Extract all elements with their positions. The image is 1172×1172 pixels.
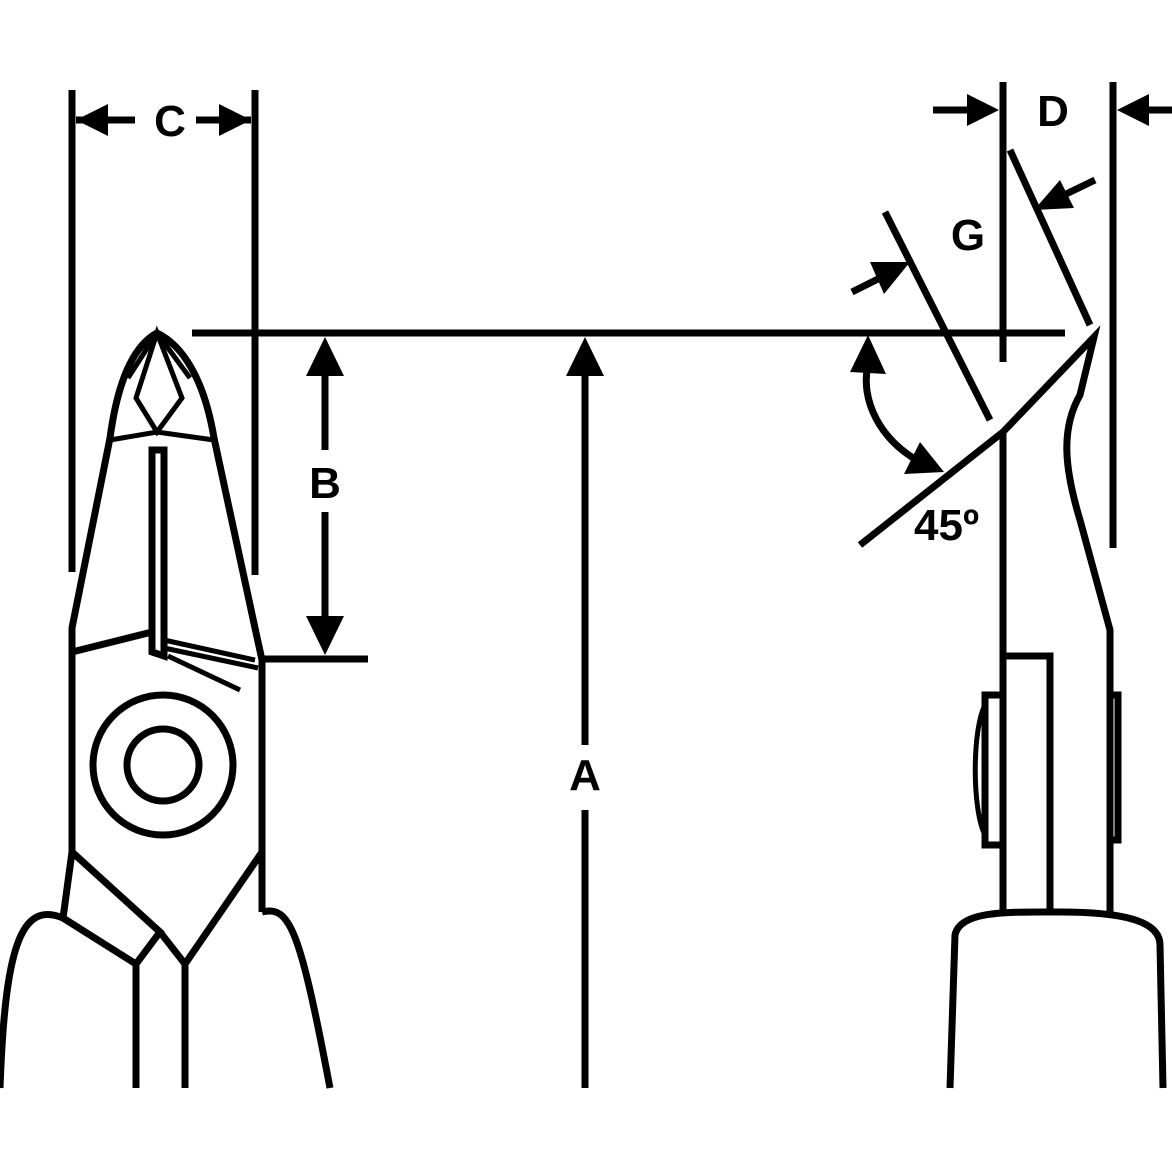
right-handle — [261, 907, 334, 1089]
label-b: B — [309, 459, 341, 508]
label-c: C — [154, 97, 186, 146]
label-d: D — [1037, 87, 1069, 136]
label-angle: 45º — [914, 501, 979, 550]
pivot-rivet-inner — [123, 725, 203, 805]
dimension-b: B — [262, 337, 368, 663]
dimension-a: A — [566, 337, 604, 1088]
front-view-cutter — [0, 325, 334, 1089]
dimension-c: C — [68, 90, 259, 575]
left-handle — [0, 910, 65, 1089]
label-g: G — [951, 211, 985, 260]
pivot-rivet-outer — [89, 691, 237, 839]
angle-45: 45º — [850, 335, 1006, 550]
side-view-cutter — [946, 325, 1167, 1089]
label-a: A — [569, 751, 601, 800]
side-handle — [946, 908, 1167, 1089]
dimension-g: G — [850, 148, 1097, 422]
dimension-d: D — [933, 82, 1172, 548]
